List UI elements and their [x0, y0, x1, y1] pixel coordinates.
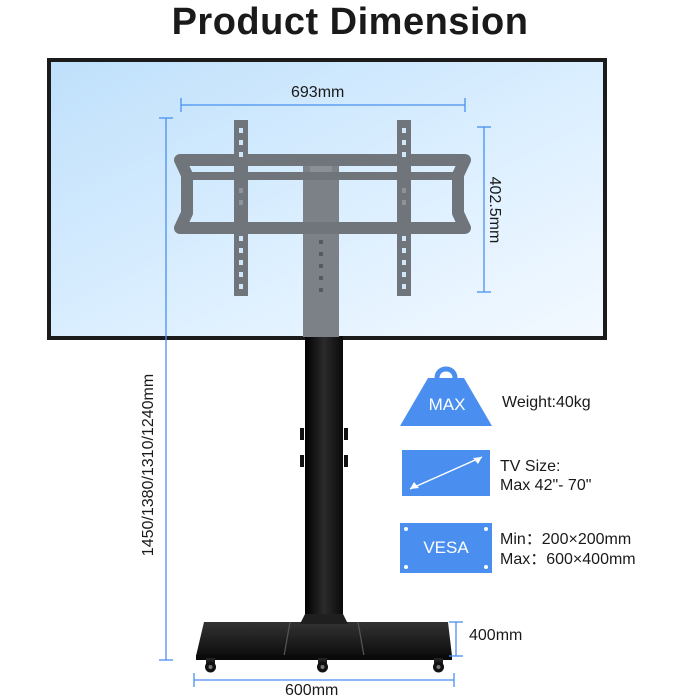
bracket-width-label: 693mm: [291, 84, 345, 101]
wheels: [205, 658, 444, 673]
tv-size-line1: TV Size:: [500, 458, 561, 475]
total-height-label: 1450/1380/1310/1240mm: [140, 373, 157, 557]
weight-spec: Weight:40kg: [502, 394, 591, 411]
bracket-height-label: 402.5mm: [486, 176, 503, 244]
vesa-max-spec: Max：600×400mm: [500, 551, 636, 568]
vesa-min-spec: Min：200×200mm: [500, 531, 632, 548]
vesa-badge-label: VESA: [423, 538, 469, 557]
tv-size-line2: Max 42"- 70": [500, 477, 592, 494]
tv-screen-icon: [402, 450, 490, 496]
base-width-label: 600mm: [285, 682, 339, 699]
stand-pole: [305, 336, 343, 632]
stand-base: [196, 614, 452, 660]
dimension-lines: [159, 98, 491, 687]
stand-column-behind-screen: [303, 157, 339, 337]
weight-icon: [400, 366, 492, 426]
base-depth-label: 400mm: [469, 627, 523, 644]
vesa-plate-icon: [400, 523, 492, 573]
mounting-bracket: [174, 120, 471, 296]
page-title: Product Dimension: [171, 1, 529, 43]
max-badge-label: MAX: [428, 395, 466, 414]
